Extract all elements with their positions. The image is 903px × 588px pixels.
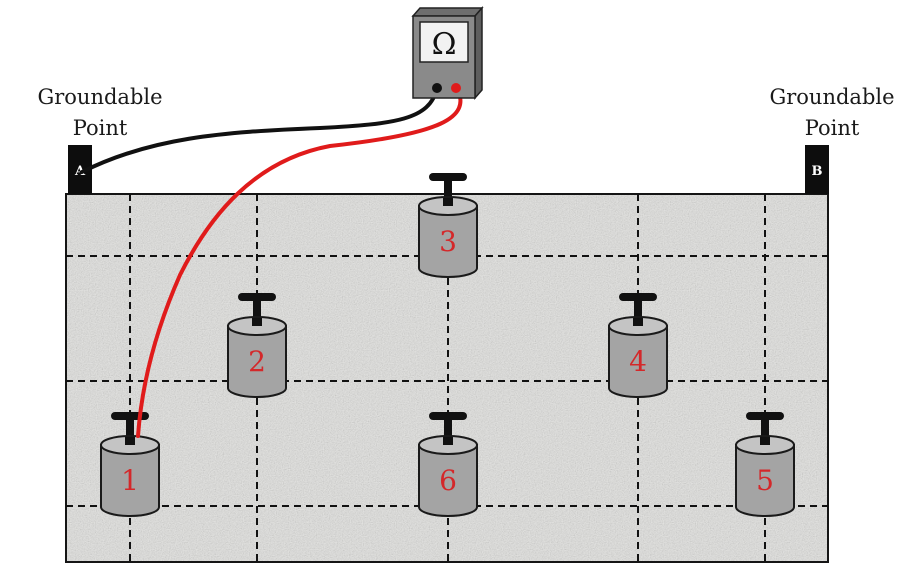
electrode-handle-bar	[619, 293, 657, 301]
electrode-stem-collar	[443, 198, 453, 206]
ohm-symbol: Ω	[432, 27, 457, 62]
electrode-stem-collar	[252, 318, 262, 326]
ground-post-b	[805, 145, 829, 194]
black-terminal	[432, 83, 442, 93]
ohmmeter-display	[419, 21, 469, 63]
ohmmeter-side	[474, 6, 483, 100]
ohmmeter-top	[411, 7, 484, 17]
groundable-point-label-left: Groundable Point	[15, 82, 185, 144]
electrode-3: 3	[418, 173, 478, 278]
electrode-stem-collar	[125, 437, 135, 445]
electrode-number-2: 2	[248, 345, 266, 378]
electrode-body	[735, 444, 795, 517]
electrode-6: 6	[418, 412, 478, 517]
black-lead-wire	[80, 86, 439, 174]
red-lead-wire	[136, 86, 463, 438]
electrode-handle-bar	[238, 293, 276, 301]
electrode-stem	[444, 417, 452, 441]
ground-post-b-label: B	[812, 164, 823, 179]
ohmmeter: Ω	[411, 6, 484, 100]
electrodes: 1 2 3 4 5 6	[100, 173, 795, 517]
electrode-number-6: 6	[439, 464, 457, 497]
electrode-body	[100, 444, 160, 517]
electrode-body	[418, 205, 478, 278]
point-label-left-line2: Point	[72, 116, 128, 140]
groundable-label-right-line1: Groundable	[769, 85, 895, 109]
electrode-handle-bar	[429, 412, 467, 420]
electrode-body	[608, 325, 668, 398]
electrode-stem-collar	[443, 437, 453, 445]
electrode-stem	[444, 178, 452, 202]
point-label-right-line2: Point	[804, 116, 860, 140]
electrode-1: 1	[100, 412, 160, 517]
electrode-handle-bar	[746, 412, 784, 420]
electrode-stem	[761, 417, 769, 441]
electrode-stem-collar	[760, 437, 770, 445]
electrode-2: 2	[227, 293, 287, 398]
electrode-4: 4	[608, 293, 668, 398]
electrode-5: 5	[735, 412, 795, 517]
electrode-body	[418, 444, 478, 517]
red-terminal	[451, 83, 461, 93]
electrode-stem	[126, 417, 134, 441]
groundable-label-left-line1: Groundable	[37, 85, 163, 109]
electrode-number-1: 1	[121, 464, 139, 497]
ground-post-a-label: A	[74, 164, 86, 179]
electrode-number-3: 3	[439, 225, 457, 258]
groundable-point-label-right: Groundable Point	[747, 82, 903, 144]
electrode-body	[227, 325, 287, 398]
electrode-number-5: 5	[756, 464, 774, 497]
electrode-stem	[253, 298, 261, 322]
electrode-stem-collar	[633, 318, 643, 326]
electrode-handle-bar	[429, 173, 467, 181]
electrode-stem	[634, 298, 642, 322]
electrode-number-4: 4	[629, 345, 647, 378]
